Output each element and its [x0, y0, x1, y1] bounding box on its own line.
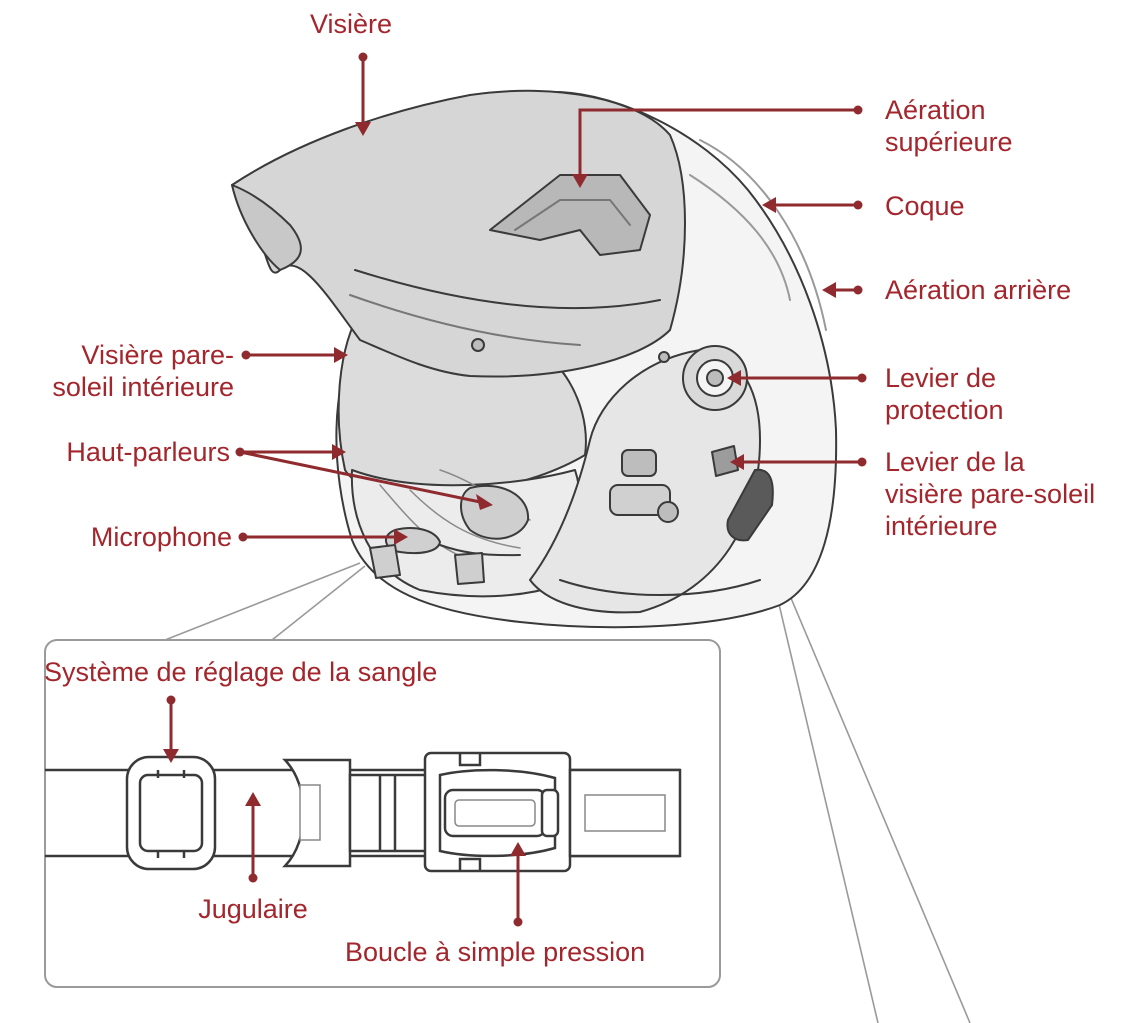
label-top-vent-line-2: supérieure [885, 126, 1013, 158]
label-sun-visor-lever-line-3: intérieure [885, 510, 1095, 542]
label-visor: Visière [310, 8, 392, 40]
label-rear-vent: Aération arrière [885, 274, 1071, 306]
label-protection-lever-line-2: protection [885, 394, 1004, 426]
label-inner-sun-visor-line-1: Visière pare- [0, 339, 234, 371]
label-top-vent: Aération supérieure [885, 94, 1013, 158]
label-sun-visor-lever: Levier de la visière pare-soleil intérie… [885, 446, 1095, 542]
label-top-vent-line-1: Aération [885, 94, 1013, 126]
label-speakers: Haut-parleurs [0, 436, 230, 468]
label-sun-visor-lever-line-2: visière pare-soleil [885, 478, 1095, 510]
label-strap-adjust: Système de réglage de la sangle [44, 656, 437, 688]
helmet-illustration [232, 91, 836, 627]
label-microphone: Microphone [0, 521, 232, 553]
strap-inset [45, 640, 720, 987]
label-protection-lever-line-1: Levier de [885, 362, 1004, 394]
label-inner-sun-visor-line-2: soleil intérieure [0, 371, 234, 403]
label-inner-sun-visor: Visière pare- soleil intérieure [0, 339, 234, 403]
label-sun-visor-lever-line-1: Levier de la [885, 446, 1095, 478]
label-protection-lever: Levier de protection [885, 362, 1004, 426]
label-buckle: Boucle à simple pression [345, 936, 645, 968]
label-chin-strap: Jugulaire [150, 893, 356, 925]
label-shell: Coque [885, 190, 965, 222]
